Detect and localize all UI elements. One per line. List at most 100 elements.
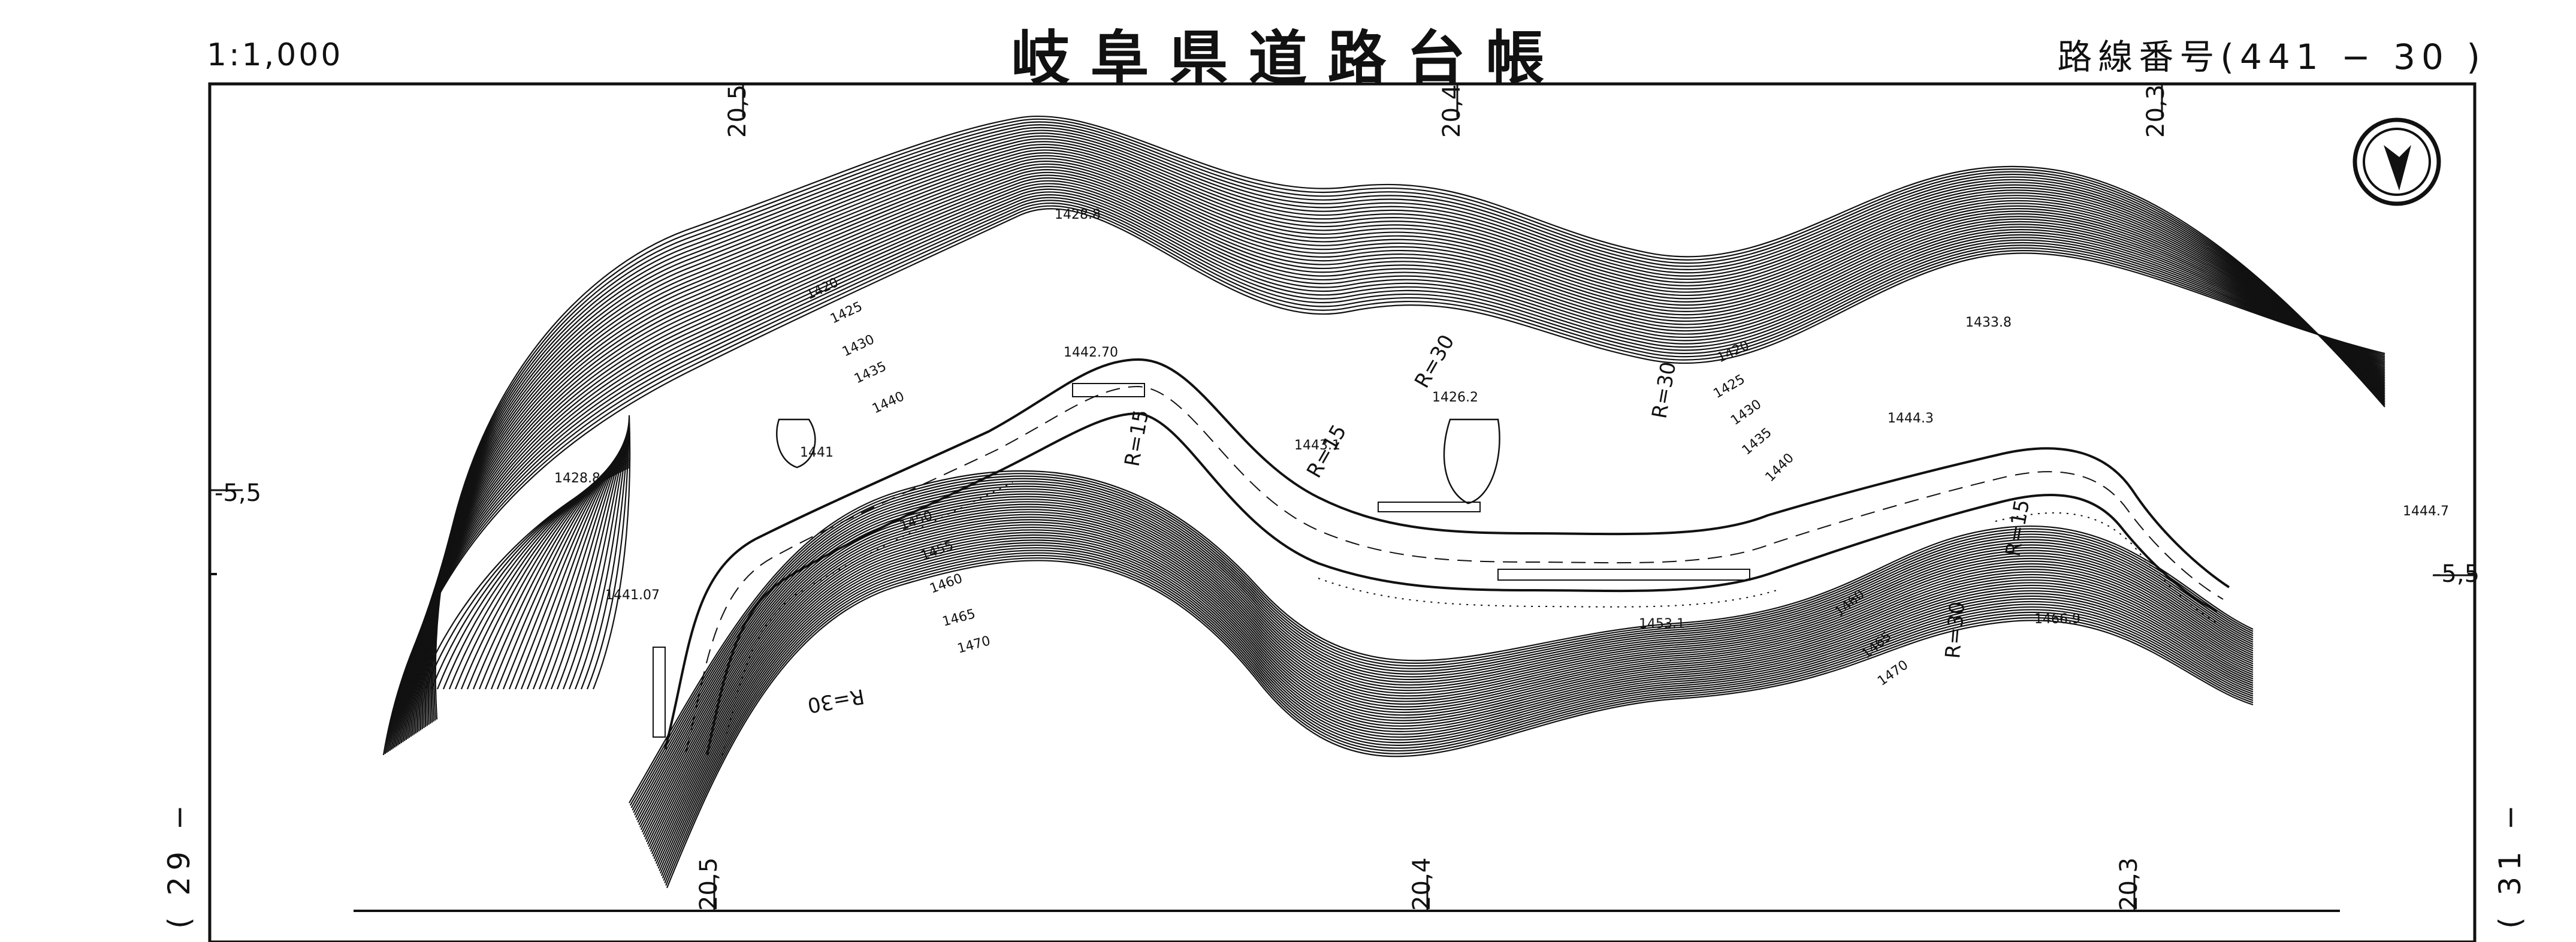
contour-line bbox=[395, 186, 2385, 747]
contour-line bbox=[526, 434, 630, 690]
contour-line bbox=[641, 501, 2254, 833]
contour-line bbox=[644, 506, 2254, 838]
contour-line bbox=[418, 146, 2385, 732]
contour-line bbox=[562, 424, 630, 690]
north-arrow-icon bbox=[2352, 117, 2441, 206]
contour-line bbox=[660, 544, 2254, 874]
elevation-label: 1444.7 bbox=[2403, 504, 2449, 519]
contour-line bbox=[657, 539, 2254, 869]
contour-line bbox=[429, 126, 2385, 724]
contour-line bbox=[400, 177, 2385, 744]
contour-line bbox=[652, 526, 2254, 857]
elevation-label: 1441 bbox=[800, 445, 833, 460]
radius-label: R=15 bbox=[1120, 408, 1153, 469]
contour-lines bbox=[382, 115, 2385, 889]
contour-line bbox=[642, 503, 2254, 835]
contour-line bbox=[586, 416, 630, 690]
contour-line bbox=[382, 208, 2385, 756]
contour-line bbox=[632, 478, 2254, 811]
contour-line bbox=[665, 557, 2254, 886]
contour-line bbox=[659, 542, 2254, 871]
contour-line bbox=[418, 467, 630, 690]
contour-line bbox=[648, 516, 2254, 847]
contour-line bbox=[426, 132, 2385, 726]
contour-line bbox=[574, 420, 630, 690]
elevation-label: 1435 bbox=[1740, 425, 1775, 458]
road-centerline bbox=[685, 385, 2224, 753]
contour-line bbox=[419, 144, 2385, 730]
scale-label: 1:1,000 bbox=[207, 37, 343, 73]
contour-line bbox=[660, 547, 2254, 876]
contour-line bbox=[430, 124, 2385, 723]
contour-line bbox=[432, 121, 2385, 722]
contour-line bbox=[663, 552, 2254, 881]
radius-label: R=30 bbox=[1941, 600, 1970, 660]
radius-label: R=30 bbox=[1410, 331, 1459, 393]
elevation-label: 1426.2 bbox=[1432, 390, 1478, 405]
contour-line bbox=[407, 166, 2385, 739]
radius-labels: R=30 R=30 R=30 R=15 R=30 R=15 R=15 bbox=[805, 331, 2034, 717]
contour-line bbox=[394, 188, 2385, 748]
elevation-label: 1460 bbox=[928, 571, 965, 597]
contour-line bbox=[423, 138, 2385, 729]
contour-line bbox=[580, 418, 630, 690]
contour-line bbox=[649, 519, 2254, 850]
contour-line bbox=[544, 429, 630, 690]
contour-line bbox=[389, 197, 2385, 751]
contour-line bbox=[384, 205, 2385, 754]
contour-line bbox=[630, 475, 2254, 808]
elevation-label: 1428.8 bbox=[554, 471, 600, 486]
contour-line bbox=[639, 496, 2254, 828]
elevation-label: 1466.9 bbox=[2034, 612, 2080, 627]
contour-line bbox=[402, 174, 2385, 742]
contour-line bbox=[434, 115, 2385, 720]
contour-line bbox=[633, 481, 2254, 813]
contour-line bbox=[427, 129, 2385, 725]
elevation-label: 1425 bbox=[828, 299, 865, 327]
elevation-label: 1470 bbox=[956, 633, 992, 657]
contour-line bbox=[653, 529, 2254, 859]
road-edge-outer bbox=[664, 358, 2230, 750]
contour-line bbox=[556, 425, 630, 690]
elevation-label: 1470 bbox=[1875, 657, 1911, 689]
elevation-label: 1430 bbox=[840, 332, 877, 360]
contour-line bbox=[386, 202, 2385, 753]
elevation-label: 1428.8 bbox=[1055, 207, 1101, 222]
contour-line bbox=[413, 155, 2385, 735]
contour-line bbox=[405, 169, 2385, 740]
contour-line bbox=[412, 158, 2385, 736]
contour-line bbox=[409, 163, 2385, 738]
route-number: 路線番号(441 − 30 ) bbox=[2057, 37, 2486, 77]
contour-line bbox=[592, 415, 631, 690]
contour-line bbox=[398, 180, 2385, 745]
contour-line bbox=[662, 550, 2254, 878]
page-title: 岐阜県道路台帳 bbox=[1011, 24, 1565, 93]
contour-line bbox=[629, 470, 2254, 804]
elevation-label: 1425 bbox=[1711, 372, 1748, 402]
contour-line bbox=[656, 534, 2254, 864]
elevation-label: 1442.70 bbox=[1064, 345, 1118, 360]
elevation-label: 1444.3 bbox=[1888, 411, 1934, 426]
contour-line bbox=[666, 560, 2254, 889]
elevation-label: 1440 bbox=[870, 389, 907, 416]
contour-line bbox=[664, 554, 2254, 884]
contour-line bbox=[651, 524, 2254, 855]
contour-line bbox=[645, 509, 2254, 840]
contour-line bbox=[634, 483, 2254, 816]
elevation-label: 1441.07 bbox=[605, 588, 660, 603]
elevation-label: 1453.1 bbox=[1639, 617, 1685, 632]
elevation-label: 1430 bbox=[1728, 397, 1764, 428]
contour-line bbox=[391, 194, 2385, 750]
grid-label-left: -5,5 bbox=[215, 479, 262, 507]
contour-line bbox=[397, 183, 2385, 745]
contour-line bbox=[650, 521, 2254, 852]
contour-line bbox=[568, 422, 630, 690]
elevation-label: 1443.1 bbox=[1294, 438, 1340, 453]
radius-label: R=30 bbox=[805, 684, 866, 717]
contour-line bbox=[654, 532, 2254, 862]
contour-line bbox=[538, 431, 630, 690]
elevation-label: 1435 bbox=[852, 359, 889, 387]
elevation-label: 1455 bbox=[919, 538, 956, 564]
contour-line bbox=[410, 161, 2385, 737]
